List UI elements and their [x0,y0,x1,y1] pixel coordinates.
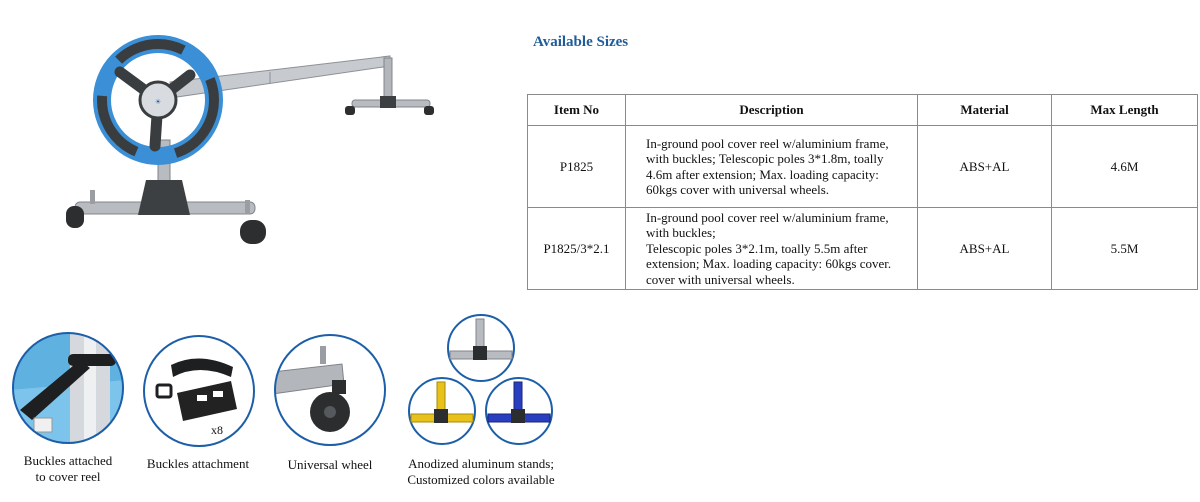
feature-stand-silver-image [446,313,516,383]
cell-item-no: P1825 [527,125,626,208]
header-description: Description [625,94,918,126]
header-item-no: Item No [527,94,626,126]
header-max-length: Max Length [1051,94,1198,126]
sizes-table: Item No Description Material Max Length … [527,94,1198,290]
feature-stand-blue-image [484,376,554,446]
caption-buckles-attachment: Buckles attachment [146,456,250,471]
cell-max-length: 5.5M [1051,207,1198,290]
desc-line: 60kgs cover with universal wheels. [646,182,830,197]
buckle-strap-icon [171,358,233,377]
desc-line: In-ground pool cover reel w/aluminium fr… [646,135,889,151]
buckles-count: x8 [211,423,223,437]
caption-universal-wheel: Universal wheel [287,457,373,472]
table-header-row: Item No Description Material Max Length [527,94,1198,126]
cell-description: In-ground pool cover reel w/aluminium fr… [625,207,918,290]
svg-text:☀: ☀ [155,98,161,106]
feature-buckles-attachment-image: x8 [141,333,257,449]
pool-cover-reel-image: ☀ [66,35,434,244]
desc-line: In-ground pool cover reel w/aluminium fr… [646,209,889,225]
feature-stand-yellow-image [407,376,477,446]
caption-line: Anodized aluminum stands; [408,456,554,471]
desc-line: with buckles; [646,225,716,241]
desc-line: cover with universal wheels. [646,271,795,287]
table-row: P1825/3*2.1 In-ground pool cover reel w/… [527,207,1198,290]
desc-line: 4.6m after extension; Max. loading capac… [646,166,879,182]
header-material: Material [917,94,1052,126]
caption-line: Buckles attached [23,453,113,468]
caption-line: Customized colors available [407,472,555,487]
cell-material: ABS+AL [917,207,1052,290]
desc-line: extension; Max. loading capacity: 60kgs … [646,256,892,272]
feature-buckles-attached-image [10,330,126,446]
cell-material: ABS+AL [917,125,1052,208]
caption-buckles-attached: Buckles attached to cover reel [8,453,128,485]
stand-icon [473,346,487,360]
cell-max-length: 4.6M [1051,125,1198,208]
desc-line: with buckles; Telescopic poles 3*1.8m, t… [646,151,884,166]
table-row: P1825 In-ground pool cover reel w/alumin… [527,125,1198,208]
available-sizes-heading: Available Sizes [533,34,629,50]
feature-universal-wheel-image [272,332,388,448]
cell-description: In-ground pool cover reel w/aluminium fr… [625,125,918,208]
cell-item-no: P1825/3*2.1 [527,207,626,290]
desc-line: Telescopic poles 3*2.1m, toally 5.5m aft… [646,240,868,256]
caption-line: to cover reel [35,469,101,484]
caption-anodized-stands: Anodized aluminum stands; Customized col… [392,456,570,488]
